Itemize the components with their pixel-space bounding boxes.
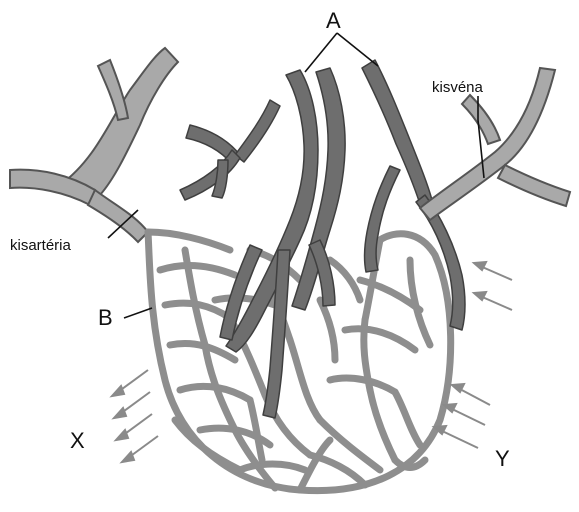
arrow-y-top-1 (480, 266, 512, 280)
label-kisarteria: kisartéria (10, 237, 72, 254)
arteriole (10, 48, 178, 242)
capillary-segment (395, 392, 420, 445)
leader-a-right (337, 33, 378, 66)
capillary-segment (250, 400, 262, 460)
arteriole-small-branch (98, 60, 128, 120)
arrow-y-2 (450, 408, 485, 425)
label-a: A (326, 8, 341, 33)
arteriole-descending (88, 190, 148, 242)
arrow-y-1 (458, 388, 490, 405)
venule-large-right (498, 165, 570, 206)
capillary-segment (160, 265, 235, 275)
capillary-segment (370, 390, 395, 460)
venule-upper-left-down (180, 150, 240, 200)
capillary-segment (410, 260, 430, 345)
capillary-segment (330, 378, 395, 392)
venule-upper-left-fork (235, 100, 280, 162)
arrows-x (112, 370, 158, 462)
capillary-segment (290, 340, 320, 420)
venule-upper-right (362, 60, 432, 204)
venule-large-top (462, 95, 500, 144)
capillary-segment (320, 300, 335, 360)
arrow-y-3 (440, 430, 478, 448)
arrowhead-x-4 (122, 452, 134, 462)
arrowhead-x-3 (116, 430, 128, 440)
arrowhead-x-2 (114, 408, 126, 418)
arrowhead-x-1 (112, 386, 124, 396)
label-x: X (70, 428, 85, 453)
venule-right-inner (365, 166, 400, 272)
label-y: Y (495, 446, 510, 471)
label-kisvena: kisvéna (432, 79, 484, 96)
arteriole-trunk (60, 48, 178, 195)
capillary-segment (240, 464, 305, 470)
label-b: B (98, 305, 113, 330)
arrow-y-top-2 (480, 296, 512, 310)
capillary-bed (148, 232, 451, 491)
capillary-segment (148, 232, 230, 250)
leader-a-left (305, 33, 337, 72)
leader-b (124, 308, 152, 318)
capillary-segment (345, 329, 415, 350)
